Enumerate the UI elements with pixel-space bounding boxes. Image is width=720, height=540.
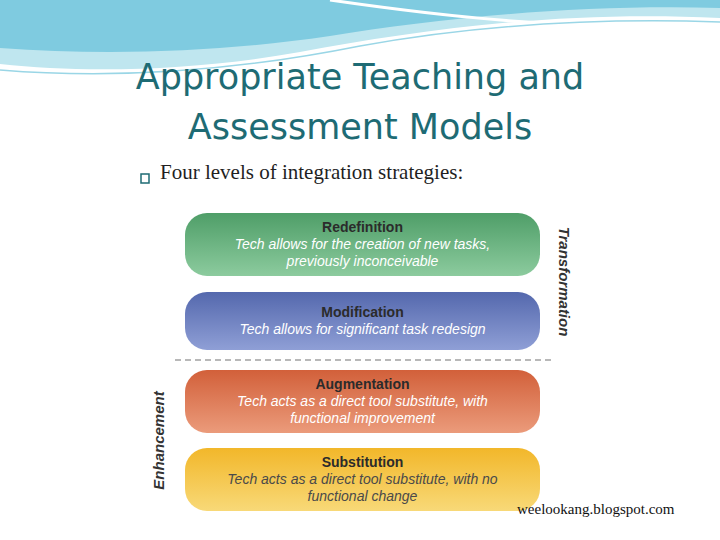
- header-line: [330, 0, 720, 27]
- bullet-text: Four levels of integration strategies:: [160, 160, 463, 185]
- divider-line: [175, 359, 552, 361]
- header-swoosh: [0, 0, 720, 52]
- substitution-band: SubstitutionTech acts as a direct tool s…: [185, 448, 540, 511]
- slide-title: Appropriate Teaching and Assessment Mode…: [110, 52, 610, 152]
- band-heading: Substitution: [215, 454, 510, 471]
- band-heading: Modification: [215, 304, 510, 321]
- band-heading: Redefinition: [215, 219, 510, 236]
- group-label: Enhancement: [149, 391, 166, 489]
- band-description: Tech allows for significant task redesig…: [215, 321, 510, 338]
- redefinition-band: RedefinitionTech allows for the creation…: [185, 213, 540, 276]
- band-description: Tech acts as a direct tool substitute, w…: [215, 393, 510, 427]
- group-label: Transformation: [557, 226, 574, 336]
- watermark: weelookang.blogspot.com: [517, 501, 674, 518]
- band-description: Tech allows for the creation of new task…: [215, 236, 510, 270]
- modification-band: ModificationTech allows for significant …: [185, 292, 540, 350]
- augmentation-band: AugmentationTech acts as a direct tool s…: [185, 370, 540, 433]
- band-description: Tech acts as a direct tool substitute, w…: [215, 471, 510, 505]
- band-heading: Augmentation: [215, 376, 510, 393]
- bullet-mark: [141, 174, 149, 183]
